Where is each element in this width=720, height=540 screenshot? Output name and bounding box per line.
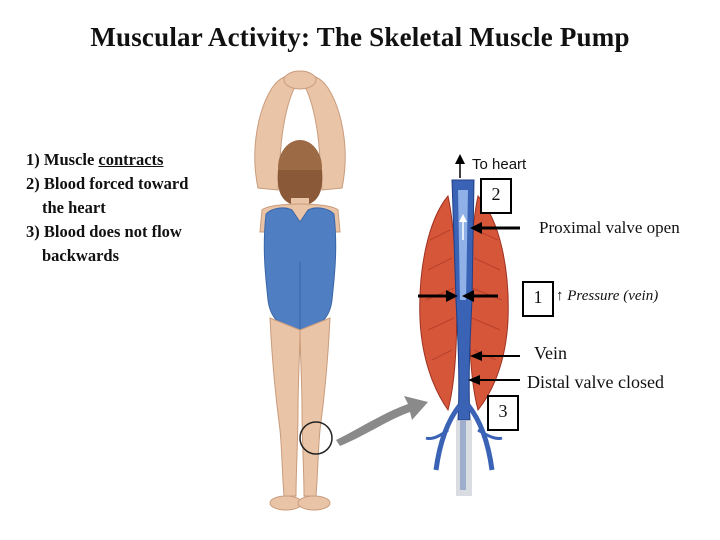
marker-2: 2 [480,178,512,214]
person-figure [255,71,345,510]
vein-label: Vein [534,343,567,364]
marker-1: 1 [522,281,554,317]
zoom-arrow [336,396,428,446]
pressure-label: ↑ Pressure (vein) [556,288,658,305]
left-muscle [420,196,457,410]
distal-valve-label: Distal valve closed [527,372,664,393]
marker-3: 3 [487,395,519,431]
to-heart-label: To heart [472,156,526,173]
proximal-valve-label: Proximal valve open [539,218,680,238]
